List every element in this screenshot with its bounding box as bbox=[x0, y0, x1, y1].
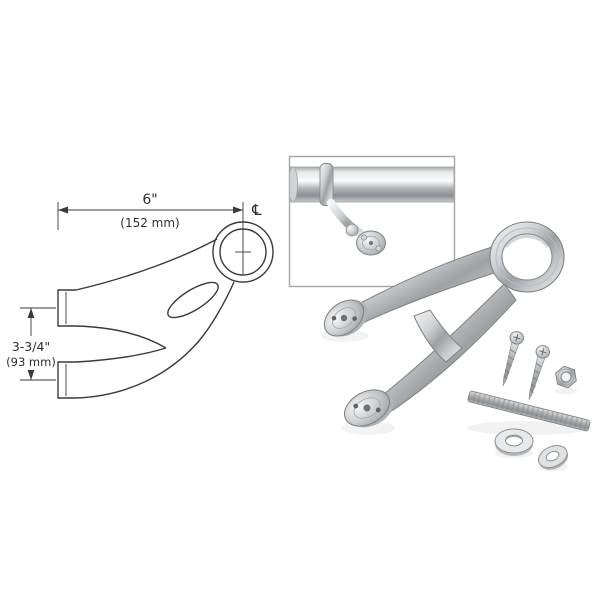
width-dimension-metric-label: (152 mm) bbox=[120, 216, 179, 230]
tube-end-cap bbox=[290, 166, 298, 203]
flat-washer bbox=[494, 428, 534, 456]
product-photo bbox=[321, 221, 591, 472]
bracket-body bbox=[323, 221, 565, 428]
notch-upper-curve bbox=[75, 325, 167, 349]
thread-line bbox=[532, 376, 538, 381]
inset-screw-head-2 bbox=[375, 245, 382, 252]
technical-drawing: 6" (152 mm) ℄ bbox=[6, 192, 274, 399]
thread-line bbox=[530, 383, 536, 388]
notch-lower-curve bbox=[75, 347, 167, 363]
thread-line bbox=[506, 362, 512, 367]
ring-bore bbox=[501, 233, 553, 281]
stud-thread-texture bbox=[469, 391, 589, 431]
inset-ball-joint bbox=[345, 223, 359, 237]
screw-2-slot-v bbox=[541, 348, 545, 356]
bracket-ring bbox=[489, 221, 565, 293]
thread-line bbox=[529, 389, 534, 394]
arm-lower-edge bbox=[75, 281, 235, 399]
washer-2-hole bbox=[545, 450, 560, 462]
ring-contour bbox=[495, 227, 559, 287]
slot-cutout bbox=[167, 281, 219, 319]
tube-collar bbox=[319, 163, 334, 206]
thread-line bbox=[535, 362, 543, 368]
upper-pad-hole-1 bbox=[331, 315, 337, 321]
bracket-profile bbox=[57, 238, 235, 399]
rail-ring-outline bbox=[212, 221, 274, 283]
threaded-stud bbox=[467, 390, 591, 432]
bottom-mounting-pad bbox=[57, 361, 76, 399]
nut-chamfer-ring bbox=[557, 368, 575, 386]
washer-1-hole bbox=[505, 434, 523, 447]
thread-line bbox=[503, 375, 508, 380]
screw-1-threads bbox=[503, 348, 517, 380]
mounting-screw-1 bbox=[502, 331, 524, 387]
width-dimension-label: 6" bbox=[142, 192, 157, 208]
lower-pad-center-hole bbox=[363, 404, 371, 412]
ring-bore-shading bbox=[504, 234, 550, 248]
rail-centerline bbox=[235, 202, 251, 274]
thread-line bbox=[508, 355, 514, 361]
tilted-washer bbox=[538, 445, 569, 470]
arrowhead-up bbox=[27, 308, 35, 318]
inset-screw-head-1 bbox=[360, 234, 368, 241]
arrowhead-right bbox=[233, 206, 243, 214]
mounting-screw-2 bbox=[528, 345, 550, 401]
thread-line bbox=[509, 348, 517, 354]
screw-1-slot-v bbox=[515, 334, 519, 342]
width-dimension: 6" (152 mm) ℄ bbox=[57, 192, 262, 230]
upper-pad-inner-ring bbox=[332, 307, 356, 329]
ring-outer-circle bbox=[212, 221, 274, 283]
height-dimension-label: 3-3/4" bbox=[12, 339, 50, 354]
upper-pad-center-hole bbox=[340, 314, 348, 322]
arm-upper-edge bbox=[75, 238, 218, 291]
washer-1-hole-shading bbox=[505, 435, 523, 440]
screw-2-threads bbox=[529, 362, 543, 394]
inset-content bbox=[290, 163, 454, 256]
inset-pad-center-hole bbox=[369, 241, 373, 245]
handrail-tube bbox=[290, 166, 454, 203]
centerline-symbol: ℄ bbox=[251, 201, 262, 219]
lower-pad-inner-ring bbox=[353, 397, 381, 419]
height-dimension-metric-label: (93 mm) bbox=[6, 355, 56, 369]
lower-pad-hole-1 bbox=[353, 403, 359, 409]
hex-nut bbox=[555, 365, 577, 389]
arrowhead-down bbox=[27, 370, 35, 380]
thread-line bbox=[534, 369, 540, 375]
ring-inner-circle bbox=[219, 228, 267, 276]
lower-mounting-pad bbox=[344, 389, 394, 428]
thread-line bbox=[504, 369, 510, 374]
nut-bore bbox=[560, 371, 572, 383]
inset-pad-inner-ring bbox=[362, 235, 380, 251]
height-dimension: 3-3/4" (93 mm) bbox=[6, 307, 56, 381]
mounting-hardware bbox=[467, 331, 591, 470]
lower-pad-hole-2 bbox=[375, 407, 381, 413]
installed-view-inset bbox=[288, 155, 456, 288]
upper-pad-hole-2 bbox=[352, 316, 357, 321]
crossbar bbox=[413, 309, 463, 363]
top-mounting-pad bbox=[57, 289, 76, 327]
shadow-nut bbox=[555, 387, 577, 395]
upper-mounting-pad bbox=[323, 299, 368, 337]
arrowhead-left bbox=[58, 206, 68, 214]
